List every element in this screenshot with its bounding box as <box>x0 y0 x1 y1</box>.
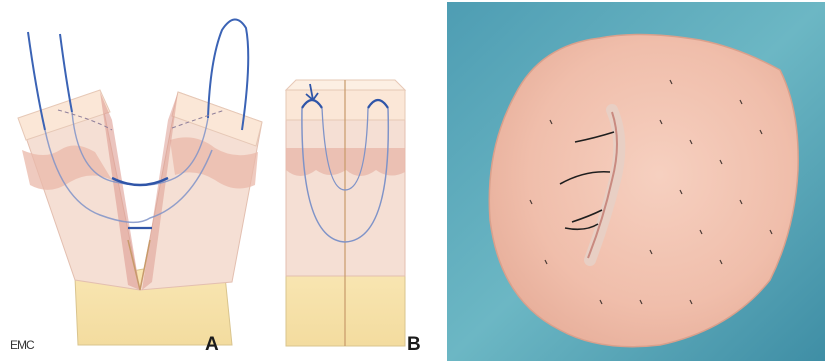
panel-b-label: B <box>407 334 421 356</box>
skin-specimen <box>489 34 798 346</box>
credit-logo: EMC <box>10 338 34 352</box>
panel-a-label: A <box>205 334 219 356</box>
panel-a-diagram <box>18 19 262 345</box>
panel-b-diagram <box>286 80 405 346</box>
clinical-photo <box>447 2 825 361</box>
